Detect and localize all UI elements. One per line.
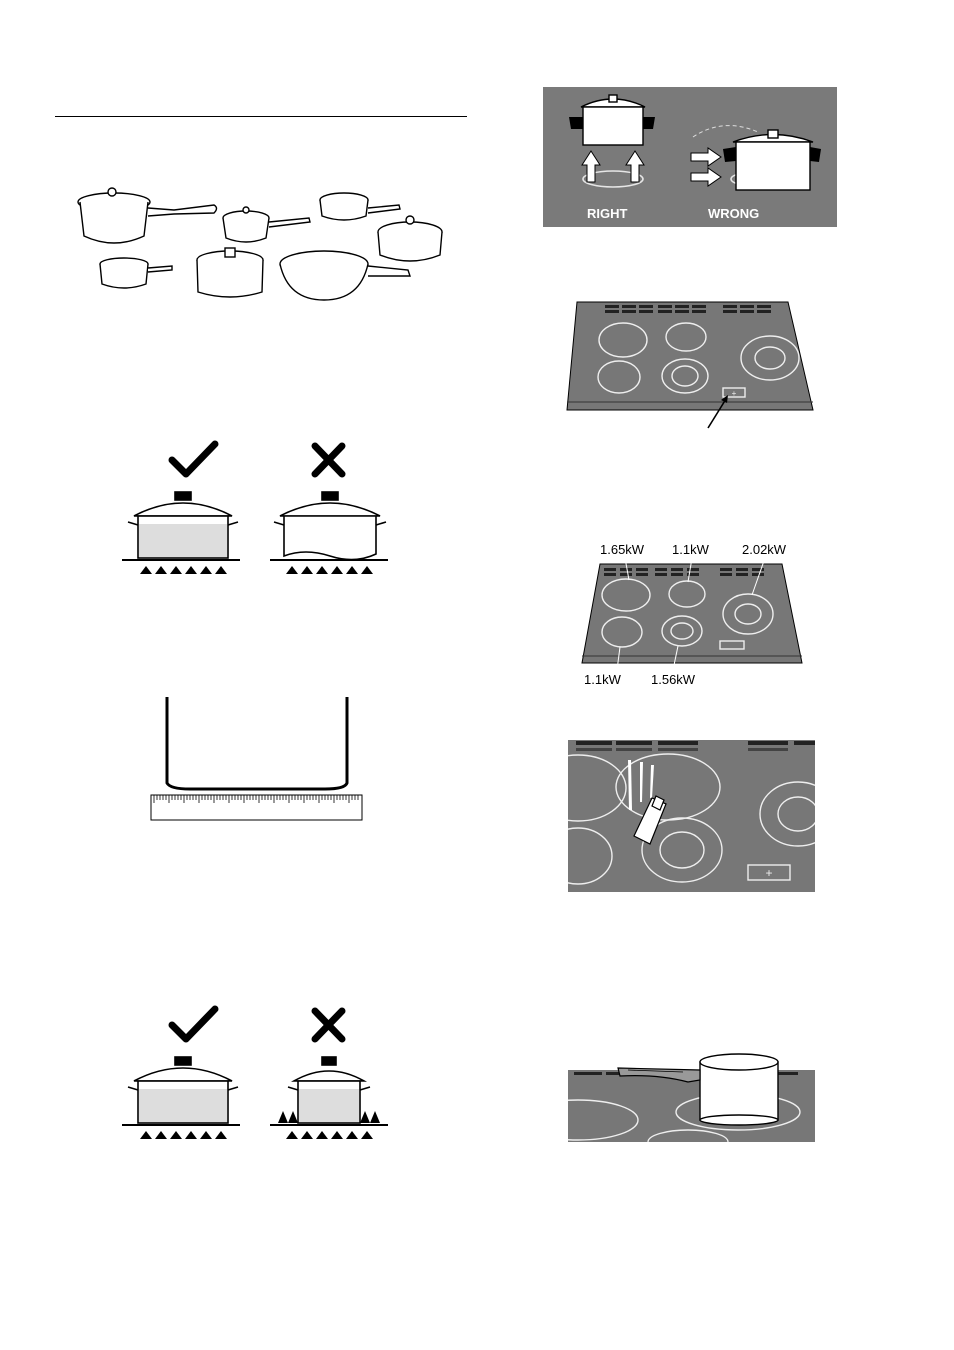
cookware-illustration xyxy=(74,180,454,305)
right-wrong-panel: RIGHT WRONG xyxy=(543,87,837,227)
power-rear-right: 2.02kW xyxy=(742,542,787,557)
power-rear-middle: 1.1kW xyxy=(672,542,710,557)
right-label: RIGHT xyxy=(587,206,628,221)
svg-text:+: + xyxy=(732,389,737,398)
wrong-label: WRONG xyxy=(708,206,759,221)
section-divider xyxy=(55,116,467,117)
pot-base-comparison xyxy=(120,440,390,580)
hob-cleaning-spray: + xyxy=(568,740,815,892)
power-front-middle: 1.56kW xyxy=(651,672,696,687)
power-front-left: 1.1kW xyxy=(584,672,622,687)
check-icon xyxy=(172,1009,215,1039)
hob-control-location: + xyxy=(565,300,820,435)
pot-size-comparison xyxy=(120,1005,390,1145)
check-icon xyxy=(172,444,215,474)
cross-icon xyxy=(315,1011,342,1039)
svg-text:+: + xyxy=(765,866,772,880)
cross-icon xyxy=(315,446,342,474)
pan-base-ruler xyxy=(150,695,365,825)
pot-on-hob xyxy=(568,1050,815,1142)
hob-power-ratings: 1.65kW 1.1kW 2.02kW 1.1kW xyxy=(580,540,805,690)
power-rear-left: 1.65kW xyxy=(600,542,645,557)
